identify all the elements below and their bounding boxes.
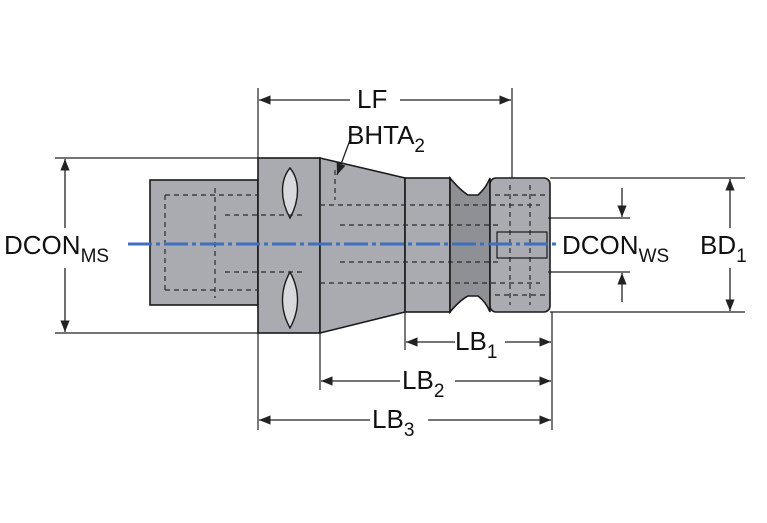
label-dcon-ms: DCONMS: [4, 230, 110, 267]
label-bhta: BHTA2: [347, 120, 425, 157]
dimension-lines: [60, 95, 735, 425]
label-dcon-ws: DCONWS: [562, 230, 670, 267]
bhta-leader: [336, 139, 351, 176]
label-lf: LF: [357, 84, 388, 114]
flange-slots: [281, 166, 299, 330]
extension-lines: [55, 88, 745, 430]
label-lb3: LB3: [372, 404, 415, 441]
label-lb1: LB1: [455, 326, 498, 363]
label-lb2: LB2: [402, 365, 445, 402]
upper-slot: [281, 166, 299, 220]
label-bd: BD1: [700, 230, 747, 267]
lower-slot: [281, 270, 299, 330]
